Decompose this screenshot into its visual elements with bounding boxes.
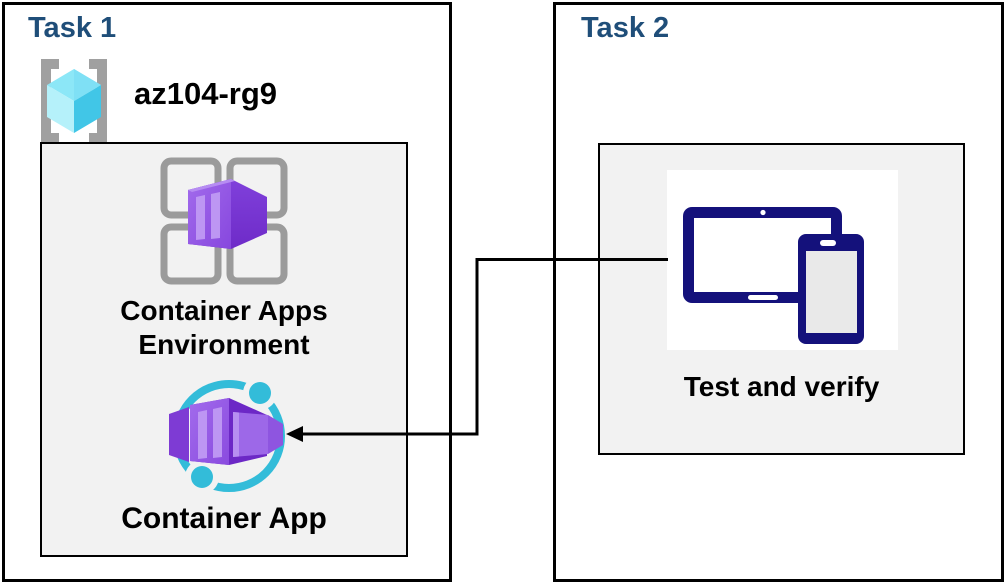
container-app-icon (163, 372, 295, 504)
task2-title: Task 2 (581, 12, 670, 44)
environment-label-line1: Container Apps (120, 295, 328, 326)
task1-title: Task 1 (28, 12, 117, 44)
container-app-label: Container App (121, 502, 327, 535)
environment-label-line2: Environment (138, 329, 310, 360)
resource-group-name: az104-rg9 (134, 76, 278, 111)
resource-group-icon (26, 56, 122, 146)
container-apps-environment-icon (155, 150, 293, 290)
environment-label: Container Apps Environment (42, 294, 406, 362)
devices-icon (680, 200, 870, 348)
test-and-verify-label: Test and verify (683, 371, 880, 402)
